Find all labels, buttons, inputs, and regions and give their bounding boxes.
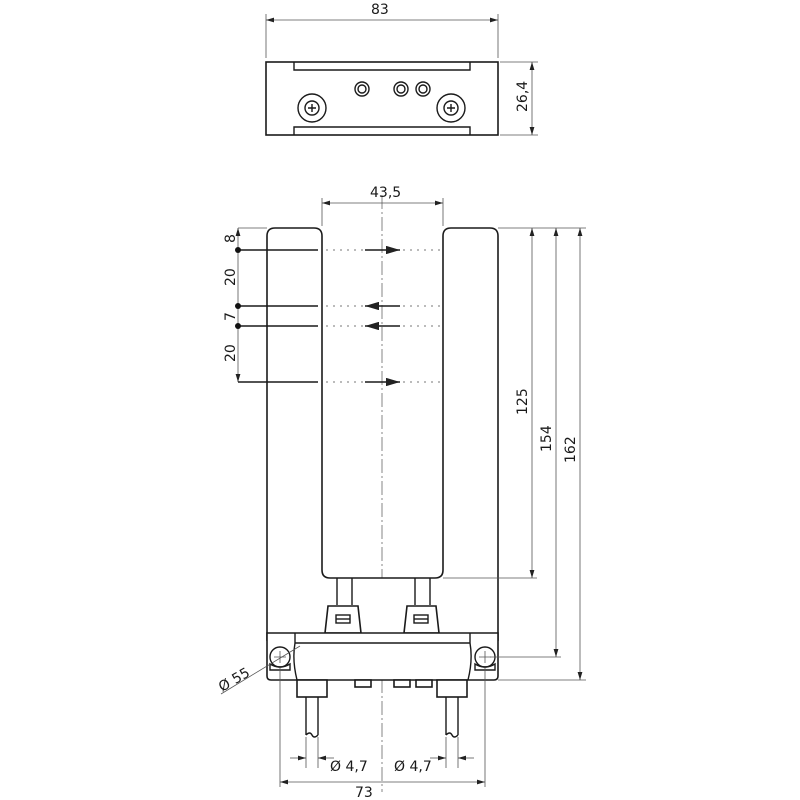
screw-icon — [297, 93, 327, 123]
led-indicator-icon — [354, 81, 431, 97]
hole-dim-label: Ø 55 — [216, 665, 253, 696]
height-125-label: 125 — [515, 388, 531, 415]
cable — [445, 697, 459, 738]
height-154-label: 154 — [539, 425, 555, 452]
top-housing — [265, 61, 499, 136]
cable — [305, 697, 319, 738]
beam-dim-label: 20 — [223, 268, 239, 286]
screw-icon — [436, 93, 466, 123]
height-162-label: 162 — [563, 436, 579, 463]
mounting-hole-icon — [269, 646, 291, 671]
width-dim-label: 83 — [371, 2, 389, 18]
cable-dim-label: Ø 4,7 — [394, 759, 432, 775]
beam-dim-label: 20 — [223, 344, 239, 362]
fork-housing — [266, 227, 499, 641]
mount-spacing-label: 73 — [355, 785, 373, 800]
beam-dim-label: 8 — [223, 234, 239, 243]
height-dim-label: 26,4 — [515, 81, 531, 112]
front-view: 43,5 8 20 7 20 125 154 162 Ø 55 Ø 4,7 Ø … — [216, 185, 586, 800]
light-beams: 8 20 7 20 — [223, 227, 440, 387]
cable-dim-label: Ø 4,7 — [330, 759, 368, 775]
beam-dim-label: 7 — [223, 312, 239, 321]
slot-width-label: 43,5 — [370, 185, 401, 201]
base-block — [266, 632, 499, 681]
top-view: 83 26,4 — [265, 2, 538, 136]
